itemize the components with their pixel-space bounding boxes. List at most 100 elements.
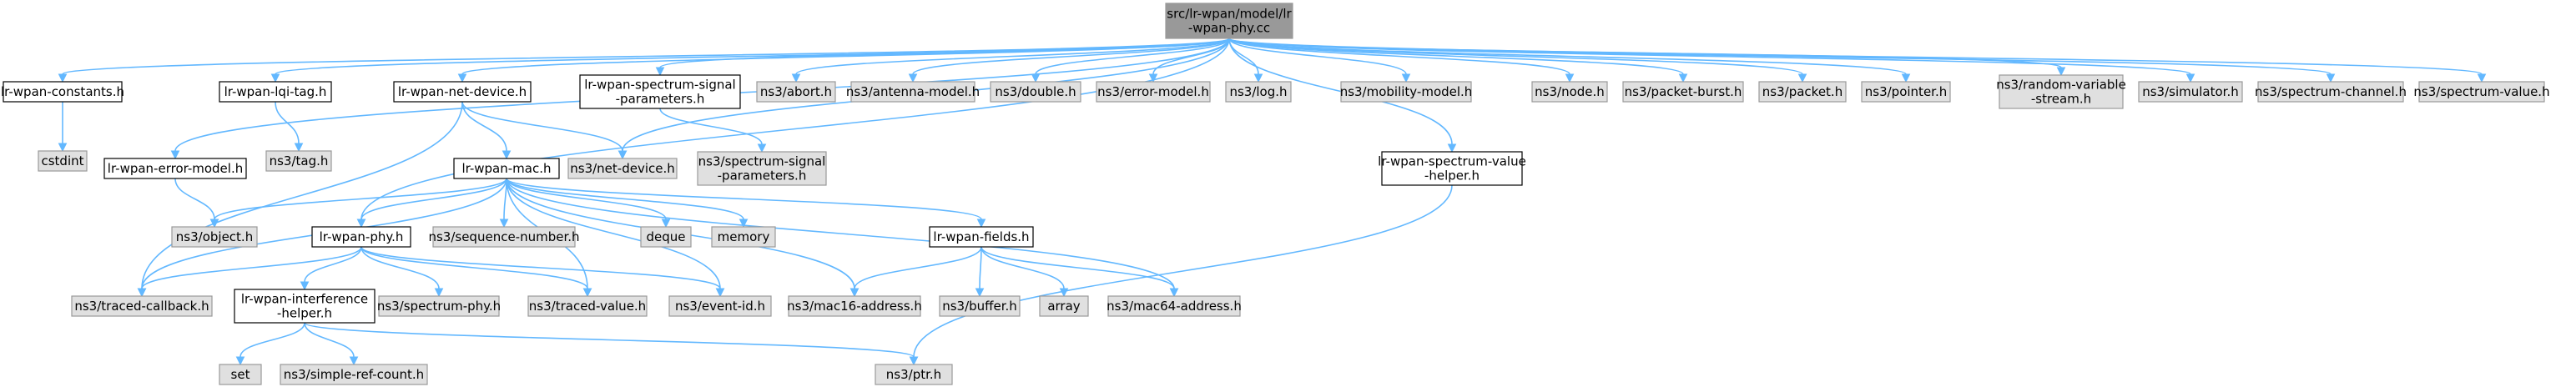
node-seqnum[interactable]: ns3/sequence-number.h bbox=[428, 226, 580, 248]
edge-root-to-constants bbox=[62, 38, 1230, 75]
node-phyh[interactable]: lr-wpan-phy.h bbox=[311, 226, 411, 248]
node-label-deque-line-0: deque bbox=[646, 229, 685, 244]
node-tracedval[interactable]: ns3/traced-value.h bbox=[527, 295, 648, 317]
node-tracedcb[interactable]: ns3/traced-callback.h bbox=[71, 295, 213, 317]
node-array[interactable]: array bbox=[1039, 295, 1089, 317]
node-buffer[interactable]: ns3/buffer.h bbox=[939, 295, 1021, 317]
node-specphy[interactable]: ns3/spectrum-phy.h bbox=[377, 295, 501, 317]
edge-netdev-to-mac bbox=[461, 101, 507, 152]
node-box-netdev bbox=[393, 81, 532, 103]
node-packet[interactable]: ns3/packet.h bbox=[1758, 81, 1847, 103]
node-fields[interactable]: lr-wpan-fields.h bbox=[929, 226, 1034, 248]
node-errmodel[interactable]: lr-wpan-error-model.h bbox=[103, 158, 247, 179]
node-box-simpleref bbox=[280, 364, 428, 385]
node-nsnetdev[interactable]: ns3/net-device.h bbox=[567, 158, 678, 179]
edge-phyh-to-eventid bbox=[360, 246, 721, 289]
node-log[interactable]: ns3/log.h bbox=[1225, 81, 1292, 103]
node-label-node-line-0: ns3/node.h bbox=[1535, 84, 1605, 99]
node-mac16[interactable]: ns3/mac16-address.h bbox=[787, 295, 922, 317]
node-label-lqi-line-0: lr-wpan-lqi-tag.h bbox=[224, 84, 327, 99]
arrowhead-phyh-to-interf bbox=[300, 281, 310, 291]
node-label-fields-line-0: lr-wpan-fields.h bbox=[933, 229, 1029, 244]
node-interf[interactable]: lr-wpan-interference-helper.h bbox=[234, 289, 376, 324]
arrowhead-root-to-errmodel bbox=[170, 150, 180, 160]
node-cstdint[interactable]: cstdint bbox=[38, 150, 88, 172]
arrowhead-root-to-pktburst bbox=[1678, 73, 1688, 83]
node-label-mac16-line-0: ns3/mac16-address.h bbox=[787, 299, 922, 314]
node-box-specphy bbox=[378, 295, 500, 317]
node-mobility[interactable]: ns3/mobility-model.h bbox=[1340, 81, 1473, 103]
node-tag[interactable]: ns3/tag.h bbox=[265, 150, 332, 172]
node-label-tracedcb-line-0: ns3/traced-callback.h bbox=[74, 299, 209, 314]
node-nsspecparam[interactable]: ns3/spectrum-signal-parameters.h bbox=[697, 151, 827, 186]
arrowhead-specvalhelper-to-ptr bbox=[909, 356, 919, 366]
arrowhead-root-to-randvar bbox=[2056, 67, 2066, 77]
node-box-node bbox=[1531, 81, 1608, 103]
node-box-antenna bbox=[850, 81, 975, 103]
arrowhead-root-to-node bbox=[1565, 73, 1575, 83]
arrowhead-fields-to-buffer bbox=[975, 288, 985, 298]
arrowhead-root-to-simulator bbox=[2185, 73, 2195, 83]
node-label-memory-line-0: memory bbox=[718, 229, 770, 244]
node-specchan[interactable]: ns3/spectrum-channel.h bbox=[2255, 81, 2407, 103]
edge-phyh-to-interf bbox=[304, 246, 362, 283]
node-box-deque bbox=[640, 226, 692, 248]
node-box-abort bbox=[756, 81, 836, 103]
node-box-tracedcb bbox=[71, 295, 213, 317]
edge-root-to-mobility bbox=[1228, 38, 1407, 75]
arrowhead-root-to-antenna bbox=[908, 73, 918, 83]
node-node[interactable]: ns3/node.h bbox=[1531, 81, 1608, 103]
node-deque[interactable]: deque bbox=[640, 226, 692, 248]
node-object[interactable]: ns3/object.h bbox=[171, 226, 258, 248]
edge-fields-to-array bbox=[980, 246, 1065, 289]
node-box-mac bbox=[453, 158, 560, 179]
node-label-cstdint-line-0: cstdint bbox=[41, 153, 83, 168]
node-box-tracedval bbox=[527, 295, 648, 317]
arrowhead-mac-to-seqnum bbox=[499, 219, 509, 229]
node-label-constants-line-0: lr-wpan-constants.h bbox=[1, 84, 124, 99]
node-ptr[interactable]: ns3/ptr.h bbox=[875, 364, 953, 385]
node-label-specvalhelper-line-1: -helper.h bbox=[1424, 168, 1480, 183]
node-pointer[interactable]: ns3/pointer.h bbox=[1861, 81, 1951, 103]
arrowhead-phyh-to-specphy bbox=[434, 288, 444, 298]
node-box-pktburst bbox=[1622, 81, 1744, 103]
edge-specparam-to-nsspecparam bbox=[659, 108, 763, 145]
node-box-pointer bbox=[1861, 81, 1951, 103]
node-randvar[interactable]: ns3/random-variable-stream.h bbox=[1996, 74, 2126, 109]
node-box-fields bbox=[929, 226, 1034, 248]
edge-specvalhelper-to-ptr bbox=[913, 184, 1453, 358]
node-netdev[interactable]: lr-wpan-net-device.h bbox=[393, 81, 532, 103]
arrowhead-mac-to-fields bbox=[976, 219, 986, 229]
node-label-packet-line-0: ns3/packet.h bbox=[1762, 84, 1843, 99]
node-specval[interactable]: ns3/spectrum-value.h bbox=[2413, 81, 2550, 103]
arrowhead-phyh-to-eventid bbox=[715, 288, 725, 298]
node-set[interactable]: set bbox=[219, 364, 262, 385]
node-double[interactable]: ns3/double.h bbox=[990, 81, 1081, 103]
node-simulator[interactable]: ns3/simulator.h bbox=[2138, 81, 2243, 103]
node-label-specvalhelper-line-0: lr-wpan-spectrum-value bbox=[1378, 154, 1526, 169]
node-specvalhelper[interactable]: lr-wpan-spectrum-value-helper.h bbox=[1378, 151, 1526, 186]
node-root: src/lr-wpan/model/lr-wpan-phy.cc bbox=[1165, 3, 1293, 39]
node-pktburst[interactable]: ns3/packet-burst.h bbox=[1622, 81, 1744, 103]
arrowhead-root-to-errormodel bbox=[1148, 73, 1158, 83]
arrowhead-phyh-to-tracedcb bbox=[137, 288, 147, 298]
arrowhead-netdev-to-nsnetdev bbox=[618, 150, 628, 160]
node-simpleref[interactable]: ns3/simple-ref-count.h bbox=[280, 364, 428, 385]
node-box-errmodel bbox=[103, 158, 247, 179]
node-mac64[interactable]: ns3/mac64-address.h bbox=[1107, 295, 1242, 317]
node-specparam[interactable]: lr-wpan-spectrum-signal-parameters.h bbox=[579, 74, 741, 109]
node-mac[interactable]: lr-wpan-mac.h bbox=[453, 158, 560, 179]
arrowhead-root-to-specparam bbox=[655, 67, 665, 77]
node-memory[interactable]: memory bbox=[711, 226, 776, 248]
node-lqi[interactable]: lr-wpan-lqi-tag.h bbox=[219, 81, 332, 103]
arrowhead-mac-to-memory bbox=[739, 219, 749, 229]
node-label-nsspecparam-line-0: ns3/spectrum-signal bbox=[698, 154, 826, 169]
node-label-specparam-line-1: -parameters.h bbox=[616, 92, 705, 107]
node-box-simulator bbox=[2138, 81, 2243, 103]
node-eventid[interactable]: ns3/event-id.h bbox=[668, 295, 772, 317]
node-constants[interactable]: lr-wpan-constants.h bbox=[1, 81, 124, 103]
node-antenna[interactable]: ns3/antenna-model.h bbox=[846, 81, 980, 103]
node-abort[interactable]: ns3/abort.h bbox=[756, 81, 836, 103]
arrowhead-root-to-specval bbox=[2477, 73, 2487, 83]
node-errormodel[interactable]: ns3/error-model.h bbox=[1096, 81, 1211, 103]
